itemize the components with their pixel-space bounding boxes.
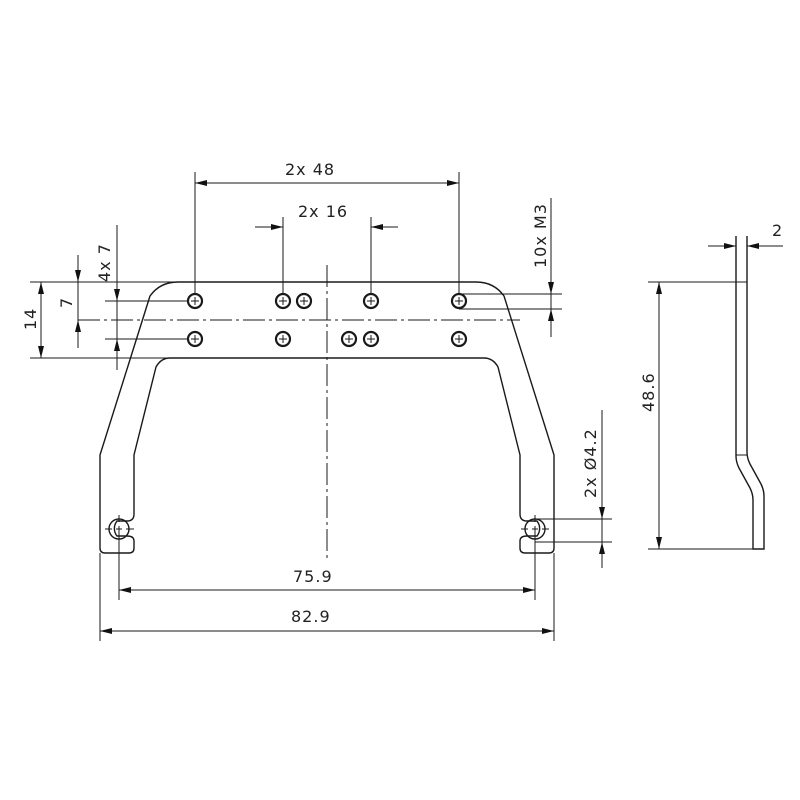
dim-label: 75.9 [293, 567, 333, 586]
dim-band-height: 14 [21, 281, 178, 359]
m3-hole [295, 292, 313, 310]
dim-label: 2x 16 [298, 202, 348, 221]
side-profile-outline [735, 236, 765, 550]
m3-hole [186, 292, 204, 310]
dim-mount-hole: 2x Ø4.2 [535, 410, 612, 568]
dim-label: 82.9 [291, 607, 331, 626]
dim-thread: 10x M3 [459, 198, 562, 337]
dim-label: 4x 7 [95, 243, 114, 282]
dim-label: 10x M3 [531, 203, 550, 268]
m3-hole [340, 330, 358, 348]
dim-hole-pitch-inner: 2x 16 [255, 202, 398, 294]
dim-label: 7 [57, 297, 76, 308]
m3-hole [362, 330, 380, 348]
m3-hole [450, 292, 468, 310]
m3-holes-top-row [186, 292, 468, 310]
dim-label: 2 [772, 221, 783, 240]
dim-label: 2x 48 [285, 160, 335, 179]
bracket-outer-outline [99, 281, 555, 554]
dim-label: 2x Ø4.2 [581, 428, 600, 498]
m3-hole [362, 292, 380, 310]
m3-hole [186, 330, 204, 348]
m3-holes-bottom-row [186, 330, 468, 348]
dim-row-spacing: 7 [57, 255, 81, 348]
dim-label: 48.6 [639, 372, 658, 412]
dim-label: 14 [21, 308, 40, 330]
dim-thickness: 2 [708, 221, 783, 249]
dim-overall-width: 82.9 [99, 553, 555, 641]
dim-row-offset: 4x 7 [95, 225, 188, 370]
dim-overall-height: 48.6 [639, 281, 753, 550]
m3-hole [450, 330, 468, 348]
m3-hole [274, 292, 292, 310]
dim-hole-pitch-outer: 2x 48 [194, 160, 460, 294]
front-view: 2x 48 2x 16 14 7 [21, 160, 612, 641]
dim-mount-hole-span: 75.9 [118, 529, 536, 600]
m3-hole [274, 330, 292, 348]
side-view: 2 48.6 [639, 221, 783, 550]
